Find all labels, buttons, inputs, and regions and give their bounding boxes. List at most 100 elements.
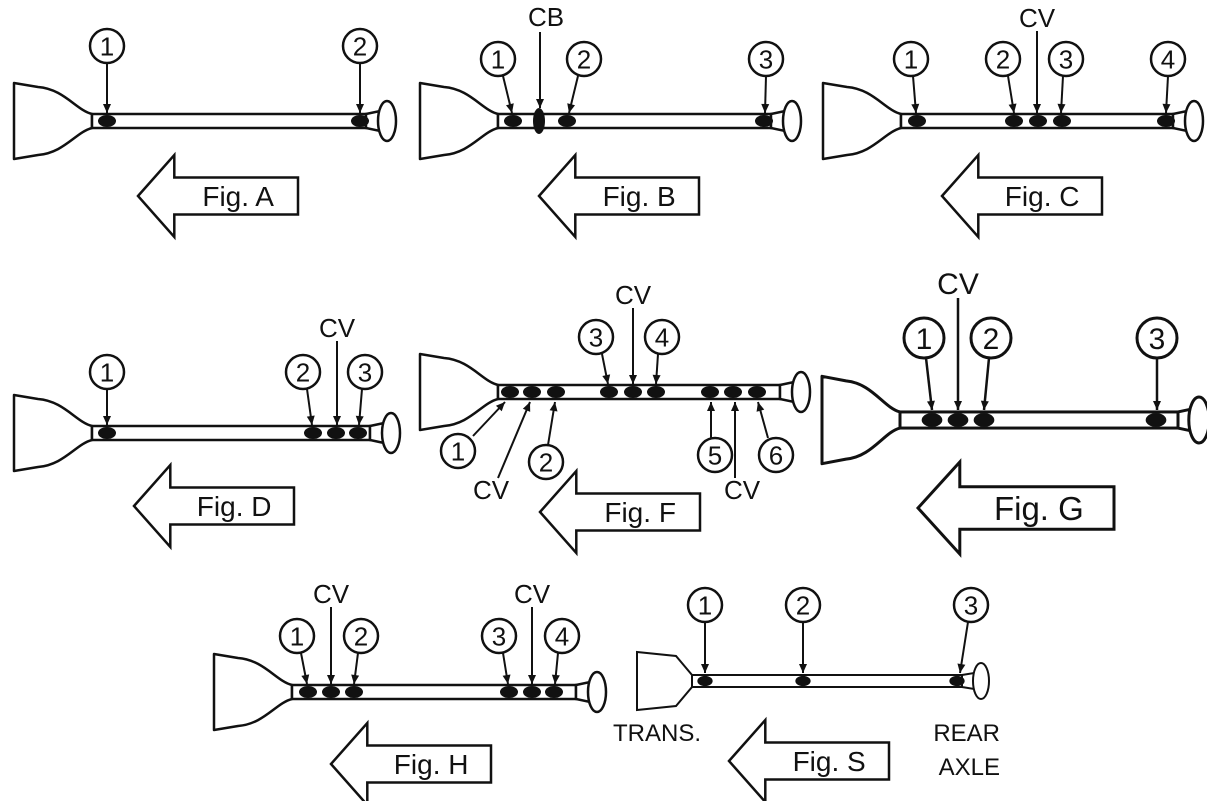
u-joint — [349, 427, 367, 439]
u-joint — [697, 675, 713, 687]
callout-circle — [902, 316, 946, 360]
u-joint — [345, 686, 363, 698]
arrowhead — [756, 402, 765, 412]
callout-number: 1 — [904, 44, 918, 74]
arrowhead — [1057, 103, 1066, 113]
arrowhead — [536, 99, 544, 108]
cv-marker-line — [497, 401, 531, 479]
figure-label: Fig. G — [994, 490, 1084, 527]
cv-marker-label: CV — [319, 313, 356, 343]
arrowhead — [355, 415, 364, 425]
callout-circle — [984, 40, 1022, 78]
arrowhead — [761, 103, 770, 113]
arrowhead — [707, 402, 715, 411]
figure-label: Fig. D — [197, 491, 272, 522]
arrowhead — [957, 663, 966, 673]
callout-number: 2 — [983, 323, 1000, 356]
callout-number: 1 — [698, 590, 712, 620]
u-joint — [547, 386, 565, 398]
rear-yoke-cup — [1187, 395, 1207, 445]
callout-circle — [342, 617, 380, 655]
front-yoke — [12, 393, 94, 473]
callout-circle — [346, 353, 384, 391]
cb-marker-label: CB — [528, 2, 564, 32]
callout-circle — [527, 443, 565, 481]
shaft-tube — [691, 674, 963, 688]
front-yoke — [12, 81, 94, 161]
u-joint — [600, 386, 618, 398]
callout-number: 2 — [353, 31, 367, 61]
arrowhead — [301, 674, 310, 684]
arrowhead — [306, 415, 315, 425]
u-joint — [795, 675, 811, 687]
rear-yoke-cup — [972, 662, 990, 700]
arrowhead — [731, 402, 739, 411]
callout-number: 4 — [1161, 44, 1175, 74]
u-joint — [624, 386, 642, 398]
u-joint — [1005, 115, 1023, 127]
direction-arrow — [727, 716, 891, 801]
figure-label: Fig. A — [202, 181, 274, 212]
u-joint — [748, 386, 766, 398]
callout-number: 2 — [539, 447, 553, 477]
callout-number: 3 — [1059, 44, 1073, 74]
arrowhead — [1008, 103, 1017, 113]
front-yoke — [418, 352, 500, 432]
rear-yoke-cup — [790, 370, 812, 414]
rear-yoke-cup — [781, 99, 803, 143]
u-joint — [304, 427, 322, 439]
callout-number: 3 — [1149, 323, 1166, 356]
figure-label: Fig. H — [394, 749, 469, 780]
direction-arrow — [132, 461, 296, 551]
callout-number: 1 — [100, 31, 114, 61]
u-joint — [908, 115, 926, 127]
axle-label: AXLE — [939, 754, 1000, 781]
cv-marker-label: CV — [615, 280, 652, 310]
arrowhead — [528, 675, 536, 684]
callout-circle — [577, 318, 615, 356]
cv-marker-label: CV — [724, 475, 761, 505]
callout-number: 2 — [577, 44, 591, 74]
u-joint — [500, 686, 518, 698]
arrowhead — [522, 402, 531, 412]
arrowhead — [926, 400, 935, 410]
callout-circle — [480, 617, 518, 655]
callout-circle — [643, 318, 681, 356]
cv-marker-label: CV — [1019, 3, 1056, 33]
direction-arrow — [329, 719, 493, 801]
arrowhead — [799, 664, 807, 673]
callout-number: 3 — [589, 322, 603, 352]
u-joint — [1157, 115, 1175, 127]
callout-number: 1 — [451, 436, 465, 466]
front-yoke — [821, 81, 903, 161]
figure-label: Fig. F — [604, 497, 676, 528]
u-joint — [921, 413, 943, 427]
u-joint — [501, 386, 519, 398]
callout-circle — [952, 586, 990, 624]
front-yoke — [820, 374, 902, 466]
transmission-yoke — [636, 650, 693, 712]
u-joint — [98, 427, 116, 439]
u-joint — [949, 675, 965, 687]
u-joint — [523, 386, 541, 398]
u-joint — [299, 686, 317, 698]
arrowhead — [333, 416, 341, 425]
u-joint — [98, 115, 116, 127]
callout-circle — [543, 617, 581, 655]
u-joint — [504, 115, 522, 127]
u-joint — [973, 413, 995, 427]
u-joint — [322, 686, 340, 698]
u-joint — [947, 413, 969, 427]
shaft-tube — [90, 112, 368, 130]
direction-arrow — [940, 151, 1104, 241]
u-joint — [701, 386, 719, 398]
figure-label: Fig. S — [793, 746, 866, 777]
u-joint — [1029, 115, 1047, 127]
direction-arrow — [915, 458, 1116, 558]
front-yoke — [418, 81, 500, 161]
callout-number: 5 — [708, 440, 722, 470]
arrowhead — [1033, 104, 1041, 113]
